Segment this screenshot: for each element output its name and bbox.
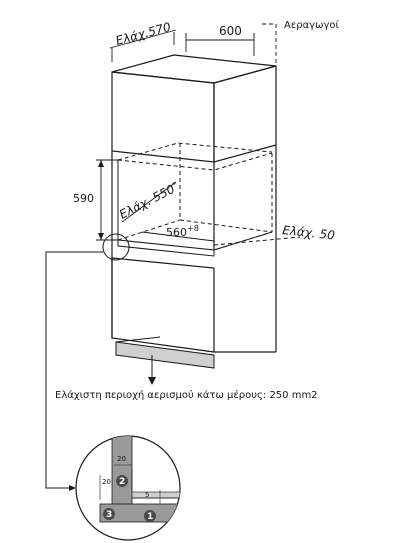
ventilation-caption: Ελάχιστη περιοχή αερισμού κάτω μέρους: 2… bbox=[55, 389, 318, 401]
detail-marker-1: 1 bbox=[144, 510, 156, 522]
svg-text:2: 2 bbox=[119, 477, 125, 487]
vent-arrow bbox=[148, 355, 156, 385]
cabinet bbox=[111, 54, 301, 369]
dimension-height: 590 bbox=[73, 159, 118, 241]
width-label: 600 bbox=[219, 24, 242, 38]
dimension-width: 600 bbox=[185, 24, 255, 56]
svg-text:1: 1 bbox=[147, 512, 153, 522]
detail-marker-circle bbox=[102, 233, 130, 261]
min-gap-label: Ελάχ. 50 bbox=[282, 223, 336, 242]
detail-bottom-panel bbox=[99, 503, 180, 523]
depth-label: Ελάχ.570 bbox=[114, 20, 172, 48]
detail-view: 20 20 5 2 3 1 bbox=[75, 435, 181, 541]
detail-marker-3: 3 bbox=[103, 508, 115, 520]
lower-door bbox=[111, 257, 215, 353]
shelf-side bbox=[213, 231, 273, 251]
cabinet-top-front bbox=[111, 71, 215, 163]
dimension-min-height: Ελάχ. 550* bbox=[117, 180, 181, 223]
niche-width-tolerance: +8 bbox=[187, 224, 199, 233]
detail-dim-side: 20 bbox=[102, 478, 111, 486]
vent-leader bbox=[262, 23, 277, 66]
dimension-depth: Ελάχ.570 bbox=[109, 20, 177, 62]
niche-width-label: 560 bbox=[166, 226, 187, 239]
dimension-niche-width: 560+8 bbox=[141, 224, 215, 242]
svg-text:3: 3 bbox=[106, 510, 112, 520]
detail-leader bbox=[45, 251, 103, 489]
shelf-front bbox=[117, 239, 215, 257]
ventilation-callout: Αεραγωγοί bbox=[262, 19, 340, 66]
niche-width-line bbox=[141, 231, 215, 242]
ventilation-label: Αεραγωγοί bbox=[284, 19, 340, 31]
detail-dim-small: 5 bbox=[145, 491, 149, 499]
min-height-note: * bbox=[171, 180, 179, 190]
detail-dim-top: 20 bbox=[117, 455, 126, 463]
niche-front-top bbox=[117, 152, 273, 171]
depth-dim-line bbox=[109, 29, 177, 49]
height-label: 590 bbox=[73, 192, 94, 205]
detail-shelf-strip bbox=[131, 491, 180, 499]
svg-text:560+8: 560+8 bbox=[166, 224, 199, 239]
detail-marker-2: 2 bbox=[116, 475, 128, 487]
bottom-vent-slot bbox=[115, 341, 215, 369]
gap-dash bbox=[213, 236, 301, 246]
vent-slot-back bbox=[115, 336, 161, 343]
dimension-min-gap: Ελάχ. 50 bbox=[282, 223, 336, 242]
niche-floor-left bbox=[117, 219, 181, 241]
detail-vertical-panel bbox=[111, 436, 133, 511]
min-height-label: Ελάχ. 550 bbox=[117, 182, 177, 222]
detail-callout bbox=[45, 233, 130, 491]
svg-text:Ελάχ. 550*: Ελάχ. 550* bbox=[117, 180, 181, 222]
cabinet-top-lid bbox=[111, 54, 277, 84]
niche-back-top bbox=[117, 142, 273, 161]
